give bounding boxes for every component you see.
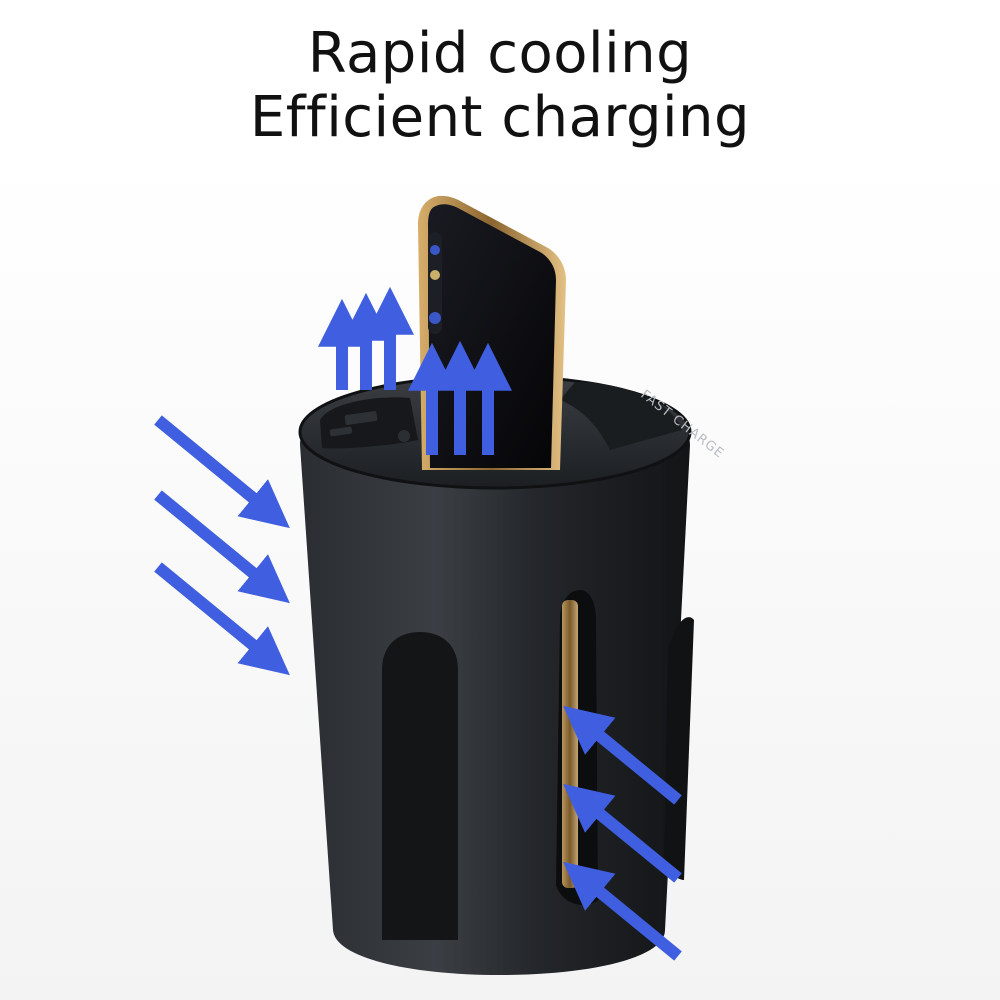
headline-line-2: Efficient charging	[249, 85, 751, 150]
arrow-icon	[563, 861, 682, 961]
arrow-icon	[154, 562, 290, 676]
arrow-icon	[154, 415, 290, 529]
headline-line-1: Rapid cooling	[307, 21, 693, 86]
arrow-icon	[563, 705, 682, 805]
arrow-icon	[154, 490, 290, 604]
arrow-icon	[563, 783, 682, 883]
headline: Rapid cooling Efficient charging	[0, 22, 1000, 150]
airflow-arrows	[154, 286, 682, 961]
